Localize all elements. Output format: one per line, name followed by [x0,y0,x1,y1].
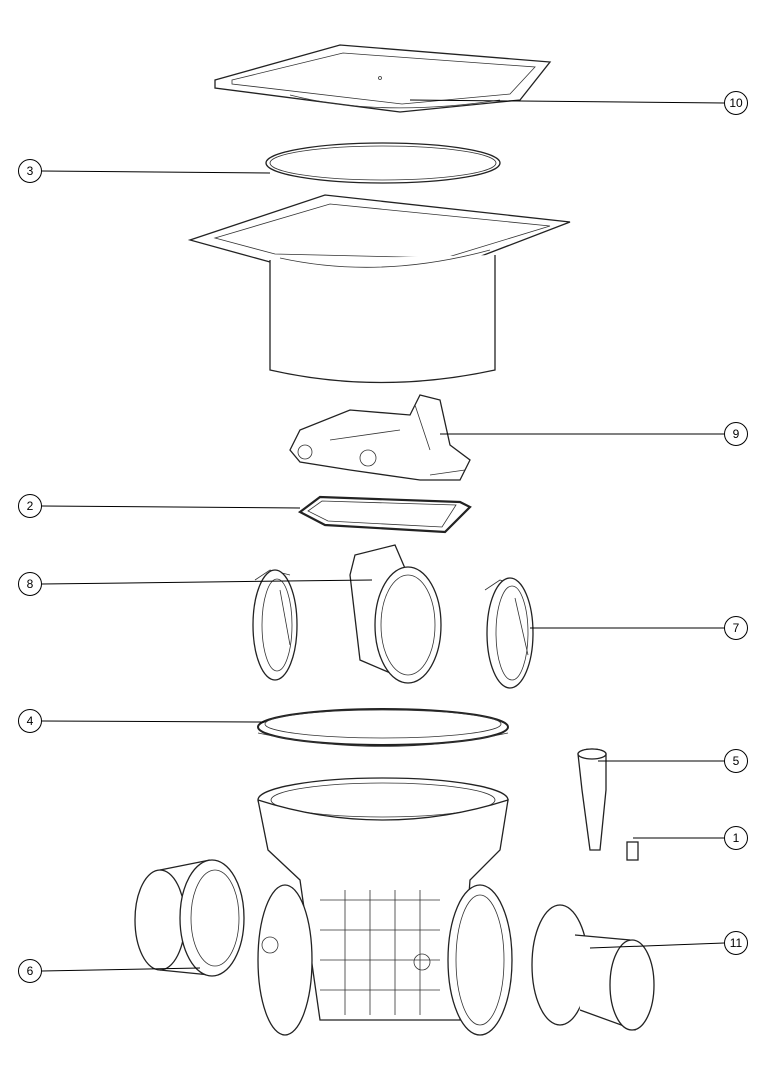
callout-1: 1 [724,826,748,850]
callout-6: 6 [18,959,42,983]
callout-4: 4 [18,709,42,733]
callout-3: 3 [18,159,42,183]
part-odour-trap [289,394,471,481]
part-outlet-adapter [531,904,655,1031]
part-left-flap [252,569,298,681]
callout-10: 10 [724,91,748,115]
callout-11: 11 [724,931,748,955]
callout-5: 5 [724,749,748,773]
part-plug [577,748,607,851]
leader-lines [41,99,725,972]
part-right-flap [484,577,534,689]
callout-9: 9 [724,422,748,446]
callout-7: 7 [724,616,748,640]
part-frame [187,194,571,384]
part-cover-grate [214,44,552,113]
callout-8: 8 [18,572,42,596]
part-center-flap [349,544,442,684]
part-body [257,777,513,1036]
callout-2: 2 [18,494,42,518]
part-inlet-adapter [134,859,245,977]
